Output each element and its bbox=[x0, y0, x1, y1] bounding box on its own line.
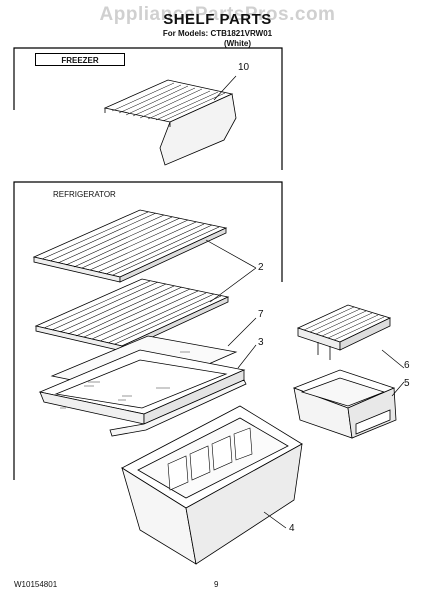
callout-3: 3 bbox=[258, 337, 264, 348]
part-2-lower-shelf bbox=[34, 278, 230, 352]
page-title: SHELF PARTS bbox=[163, 11, 272, 28]
callout-2: 2 bbox=[258, 262, 264, 273]
leader-2-upper bbox=[205, 239, 257, 269]
watermark: AppliancePartsPros.com bbox=[99, 4, 336, 25]
leader-7 bbox=[227, 317, 257, 347]
leader-10 bbox=[213, 75, 237, 101]
part-6-drawer-cover bbox=[296, 304, 392, 360]
callout-5: 5 bbox=[404, 378, 410, 389]
section-frames bbox=[13, 47, 283, 480]
leader-2-lower bbox=[209, 267, 257, 303]
models-label: For Models: CTB1821VRW01 bbox=[162, 29, 273, 38]
leader-3 bbox=[237, 344, 257, 369]
leader-5 bbox=[391, 381, 405, 397]
color-label: (White) bbox=[223, 39, 252, 48]
document-number: W10154801 bbox=[14, 580, 58, 589]
part-4-crisper-bin bbox=[121, 405, 303, 565]
part-5-drawer bbox=[292, 369, 397, 439]
callout-7: 7 bbox=[258, 309, 264, 320]
refrigerator-section-label: REFRIGERATOR bbox=[53, 190, 116, 199]
leader-lines bbox=[205, 75, 405, 529]
freezer-frame bbox=[13, 47, 283, 170]
part-10-freezer-shelf bbox=[103, 79, 237, 166]
refrigerator-frame bbox=[13, 181, 283, 480]
leader-4 bbox=[263, 511, 287, 529]
freezer-section-label: FREEZER bbox=[35, 53, 125, 66]
part-3-crisper-cover bbox=[38, 349, 247, 437]
callout-6: 6 bbox=[404, 360, 410, 371]
leader-6 bbox=[381, 349, 405, 369]
part-2-upper-shelf bbox=[32, 209, 228, 283]
page-number: 9 bbox=[214, 580, 219, 589]
callout-4: 4 bbox=[289, 523, 295, 534]
callout-10: 10 bbox=[238, 62, 250, 73]
